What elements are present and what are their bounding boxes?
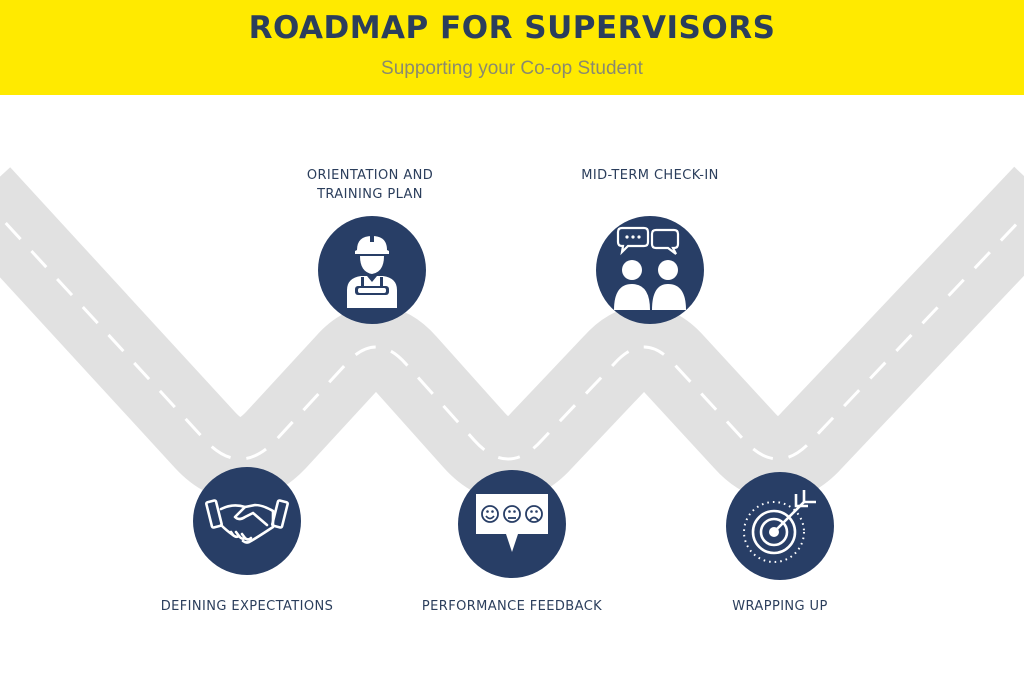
handshake-icon [205,499,289,544]
page-subtitle: Supporting your Co-op Student [381,58,643,79]
conversation-icon [614,226,686,310]
step-label-line: ORIENTATION AND [306,168,434,183]
step-label-line: TRAINING PLAN [317,187,423,202]
step-label-orientation-training: ORIENTATION AND TRAINING PLAN [280,166,460,204]
target-icon [743,490,816,563]
feedback-faces-icon [476,494,548,552]
header-banner [0,0,1024,95]
page-title: ROADMAP FOR SUPERVISORS [248,10,776,46]
step-label-performance-feedback: PERFORMANCE FEEDBACK [402,597,622,616]
step-label-line: PERFORMANCE FEEDBACK [421,599,603,614]
step-circle-orientation-training [318,216,426,324]
step-label-line: WRAPPING UP [732,599,828,614]
step-label-line: MID-TERM CHECK-IN [581,168,719,183]
step-label-defining-expectations: DEFINING EXPECTATIONS [147,597,347,616]
step-circle-defining-expectations [193,467,301,575]
step-circle-mid-term-check-in [596,216,704,324]
step-circle-wrapping-up [726,472,834,580]
step-label-line: DEFINING EXPECTATIONS [160,599,334,614]
step-label-wrapping-up: WRAPPING UP [700,597,860,616]
step-label-mid-term-check-in: MID-TERM CHECK-IN [560,166,740,185]
worker-icon [347,234,397,308]
step-circle-performance-feedback [458,470,566,578]
